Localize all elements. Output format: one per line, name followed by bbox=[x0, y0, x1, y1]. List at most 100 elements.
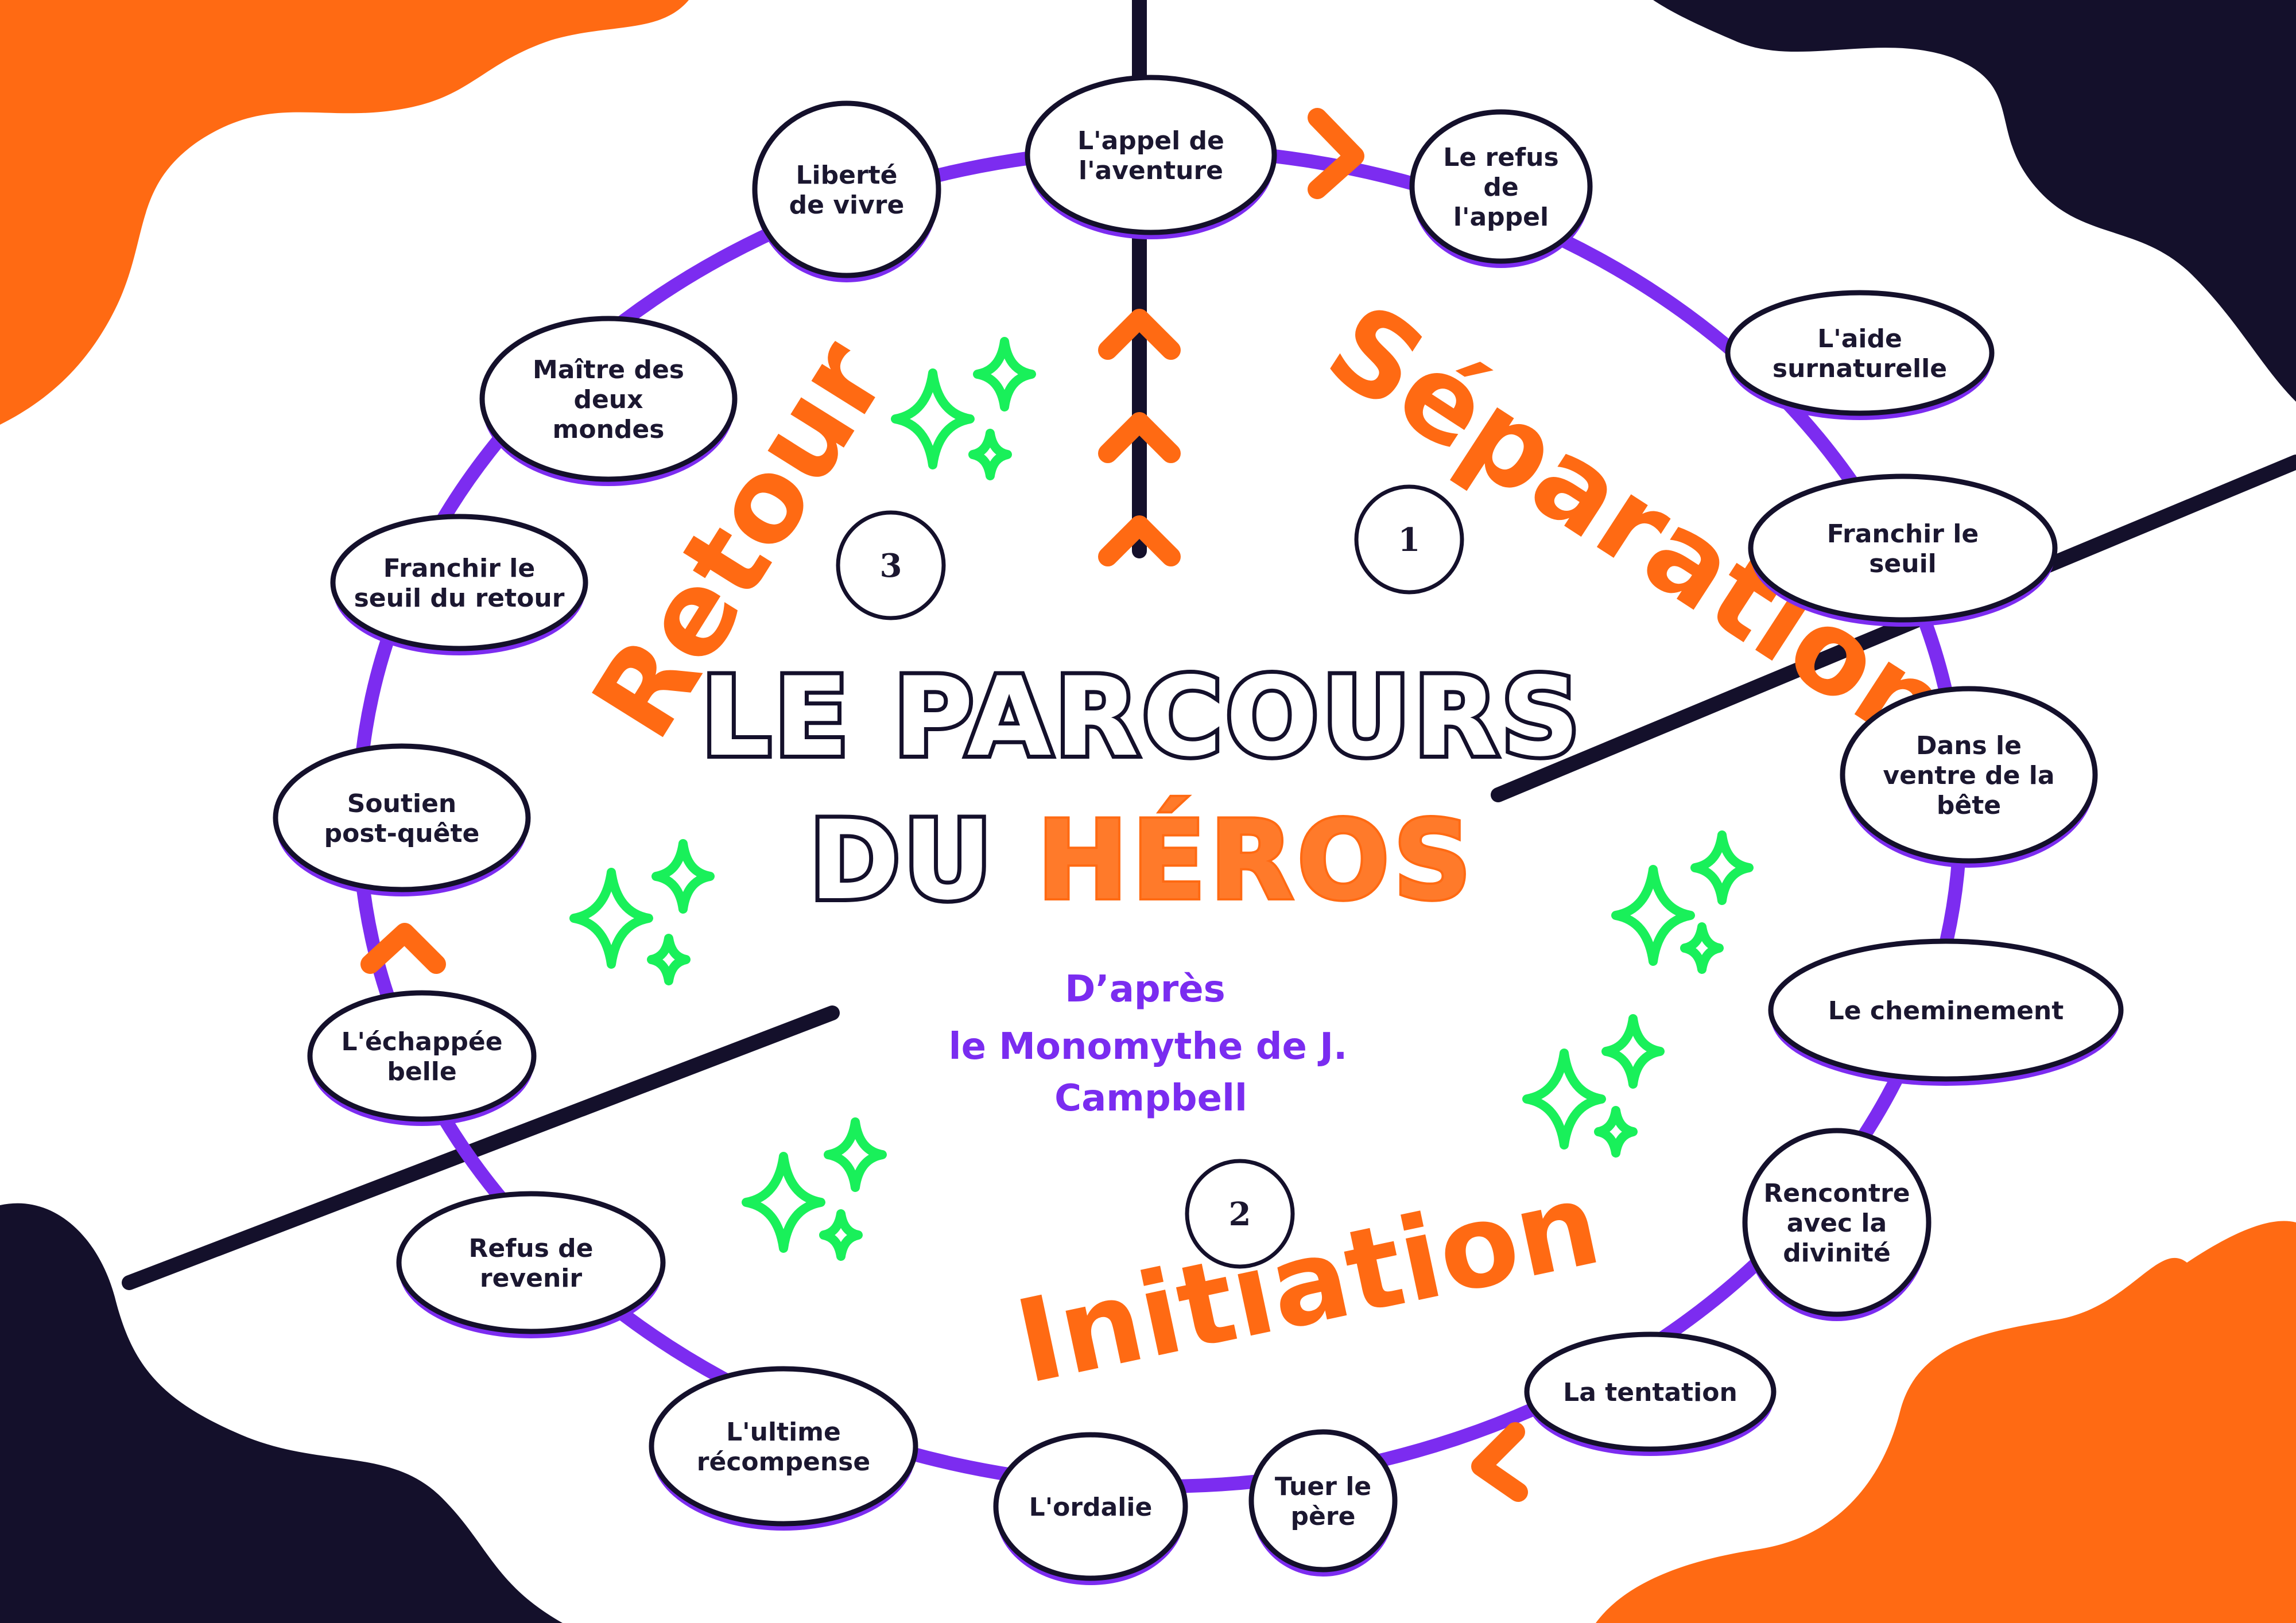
stage-node: L'appel del'aventure bbox=[1025, 75, 1277, 239]
stage-node-label: Le cheminement bbox=[1828, 996, 2064, 1026]
stage-node-label: Dans le bbox=[1916, 731, 2022, 760]
svg-text:3: 3 bbox=[880, 547, 902, 585]
chevron-up-icon bbox=[360, 923, 446, 974]
sparkle-icon bbox=[1522, 1049, 1606, 1150]
title-line-1: LE PARCOURS bbox=[701, 654, 1584, 781]
sparkle-icon bbox=[1690, 830, 1754, 905]
corner-blob-bottom-left bbox=[0, 1203, 563, 1623]
title-line-2: DU HÉROS bbox=[809, 797, 1475, 924]
stage-node-ellipse bbox=[1025, 75, 1277, 235]
chevron-left-icon bbox=[1471, 1422, 1528, 1502]
stage-node-ellipse bbox=[479, 316, 738, 482]
stage-node-label: de bbox=[1483, 173, 1518, 202]
stage-node-label: L'ultime bbox=[726, 1418, 841, 1447]
stage-node-label: belle bbox=[387, 1057, 456, 1086]
phase-number-2: 2 bbox=[1185, 1159, 1295, 1269]
stage-node-ellipse bbox=[752, 100, 941, 278]
svg-text:1: 1 bbox=[1398, 521, 1421, 559]
stage-node-label: Franchir le bbox=[1827, 519, 1979, 549]
stage-node-ellipse bbox=[273, 743, 531, 892]
stage-node: La tentation bbox=[1524, 1331, 1777, 1456]
stage-node-ellipse bbox=[649, 1366, 918, 1527]
stage-node-label: surnaturelle bbox=[1773, 354, 1947, 383]
stage-node-ellipse bbox=[307, 990, 537, 1122]
sparkle-icon bbox=[569, 868, 653, 969]
stage-node-ellipse bbox=[1768, 938, 2124, 1082]
subtitle-line-1: D’après bbox=[1065, 968, 1225, 1011]
stage-node-label: père bbox=[1291, 1502, 1356, 1531]
sparkle-icon bbox=[968, 429, 1012, 480]
stage-node-label: L'appel de bbox=[1077, 126, 1224, 156]
stage-node-label: ventre de la bbox=[1883, 761, 2054, 790]
subtitle-line-2: le Monomythe de J. bbox=[949, 1026, 1348, 1068]
stage-node-ellipse bbox=[1725, 290, 1995, 416]
stage-node-label: l'aventure bbox=[1079, 156, 1223, 185]
stage-node-label: Le refus bbox=[1443, 143, 1558, 172]
stage-node-label: L'ordalie bbox=[1029, 1493, 1153, 1522]
stage-node-label: seuil du retour bbox=[354, 584, 565, 613]
sparkle-icon bbox=[819, 1209, 863, 1261]
stage-node-ellipse bbox=[1248, 1429, 1398, 1572]
sparkle-icon bbox=[824, 1117, 887, 1192]
stage-node-ellipse bbox=[1409, 109, 1593, 264]
stage-node: Le cheminement bbox=[1768, 938, 2124, 1086]
sparkle-icon bbox=[651, 839, 715, 914]
subtitle-line-3: Campbell bbox=[1054, 1077, 1247, 1120]
title-line-2-heros: HÉROS bbox=[1037, 797, 1475, 924]
stage-node-label: La tentation bbox=[1563, 1378, 1737, 1407]
svg-text:2: 2 bbox=[1229, 1195, 1251, 1233]
stage-node-label: divinité bbox=[1783, 1238, 1891, 1268]
stage-node-label: L'échappée bbox=[341, 1027, 502, 1057]
sparkle-icon bbox=[1594, 1106, 1638, 1158]
stage-node-ellipse bbox=[396, 1191, 666, 1334]
stage-node-label: de vivre bbox=[789, 191, 905, 220]
stage-node-ellipse bbox=[1524, 1331, 1777, 1452]
sparkle-icon-group bbox=[569, 337, 1754, 1261]
stage-node-ellipse bbox=[1742, 1128, 1932, 1317]
stage-node-label: post-quête bbox=[324, 819, 480, 848]
chevron-up-icon bbox=[1098, 515, 1181, 566]
corner-blob-top-left bbox=[0, 0, 689, 425]
stage-node-label: Liberté bbox=[796, 161, 897, 190]
corner-blob-bottom-right bbox=[1596, 1221, 2296, 1623]
chevron-right-icon bbox=[1308, 108, 1364, 199]
sparkle-icon bbox=[891, 368, 975, 469]
stage-node-label: L'aide bbox=[1817, 324, 1902, 354]
title-line-2-du: DU bbox=[809, 797, 995, 924]
sparkle-icon bbox=[647, 934, 691, 985]
stage-node-label: récompense bbox=[697, 1447, 870, 1477]
stage-node-ellipse bbox=[1748, 473, 2058, 623]
stage-node-label: Rencontre bbox=[1763, 1179, 1910, 1208]
stage-node-label: mondes bbox=[553, 415, 665, 444]
chevron-up-icon bbox=[1098, 412, 1181, 463]
sparkle-icon bbox=[1611, 865, 1695, 966]
stage-node-label: Refus de bbox=[468, 1234, 593, 1263]
stage-node-label: revenir bbox=[480, 1264, 582, 1293]
stage-node-ellipse bbox=[993, 1432, 1188, 1581]
stage-node-label: deux bbox=[573, 385, 643, 414]
stage-node-label: avec la bbox=[1787, 1209, 1887, 1238]
stage-node-label: Franchir le bbox=[383, 554, 535, 583]
stage-node-label: l'appel bbox=[1453, 203, 1549, 232]
stage-node-label: Tuer le bbox=[1275, 1472, 1371, 1501]
phase-label-initiation: Initiation bbox=[1006, 1156, 1611, 1410]
stage-node: L'ordalie bbox=[993, 1432, 1188, 1585]
divider-right bbox=[1491, 455, 2296, 802]
phase-number-1: 1 bbox=[1354, 484, 1464, 595]
stage-node-ellipse bbox=[330, 514, 588, 651]
stage-node-ellipse bbox=[1840, 686, 2098, 864]
phase-number-3: 3 bbox=[836, 510, 946, 620]
stage-node-label: Maître des bbox=[533, 355, 684, 385]
